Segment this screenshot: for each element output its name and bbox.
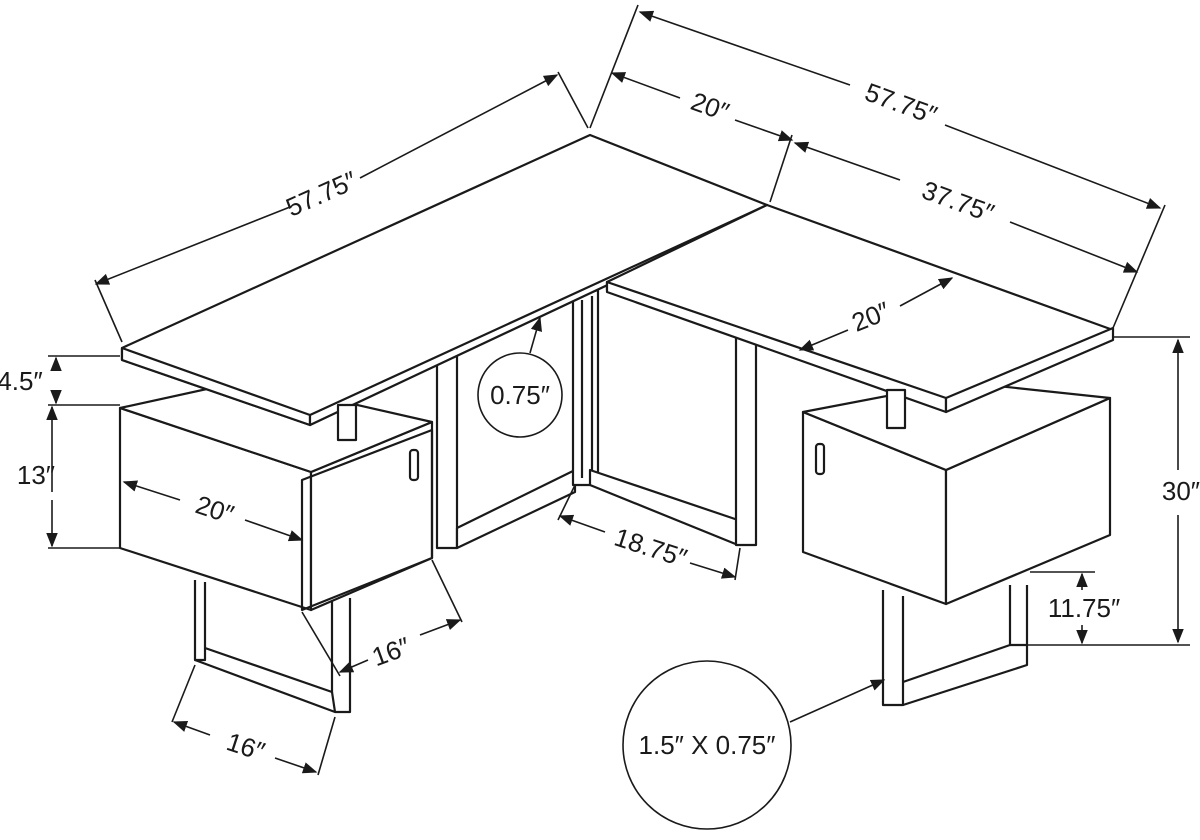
dim-return-depth (610, 72, 794, 203)
dim-center-opening (557, 484, 741, 581)
dim-right-top-depth (798, 277, 954, 351)
left-cabinet (118, 378, 434, 612)
dim-left-vertical (46, 355, 120, 549)
desktop-right (605, 203, 1115, 430)
label-cabinet-depth: 16″ (368, 631, 414, 672)
dim-leg-clearance (1030, 571, 1095, 645)
left-leg-frame (193, 580, 352, 714)
dim-top-left-length (94, 71, 589, 343)
label-total-height: 30″ (1162, 476, 1200, 506)
dim-cabinet-depth (301, 559, 463, 677)
right-leg-frame (881, 585, 1029, 707)
dim-panel-thickness (477, 316, 563, 438)
label-return-depth: 20″ (687, 86, 733, 127)
label-cabinet-height: 13″ (17, 460, 55, 490)
label-top-left-length: 57.75″ (281, 165, 361, 223)
label-leg-profile: 1.5″ X 0.75″ (639, 730, 776, 760)
label-center-opening: 18.75″ (611, 522, 691, 573)
label-leg-clearance: 11.75″ (1048, 593, 1120, 623)
center-panels (435, 288, 758, 550)
label-return-length: 37.75″ (918, 175, 998, 229)
right-cabinet (801, 380, 1112, 606)
label-top-right-length: 57.75″ (861, 77, 941, 131)
label-panel-thickness: 0.75″ (490, 380, 550, 410)
dim-return-length (793, 141, 1139, 273)
label-shelf-gap: 4.5″ (0, 366, 43, 396)
dim-leg-profile (622, 660, 886, 830)
dim-leg-depth (171, 664, 336, 776)
dim-cabinet-width (122, 480, 304, 542)
dim-total-height (1027, 336, 1190, 646)
label-leg-depth: 16″ (223, 726, 269, 766)
dim-top-right-length (589, 4, 1166, 329)
